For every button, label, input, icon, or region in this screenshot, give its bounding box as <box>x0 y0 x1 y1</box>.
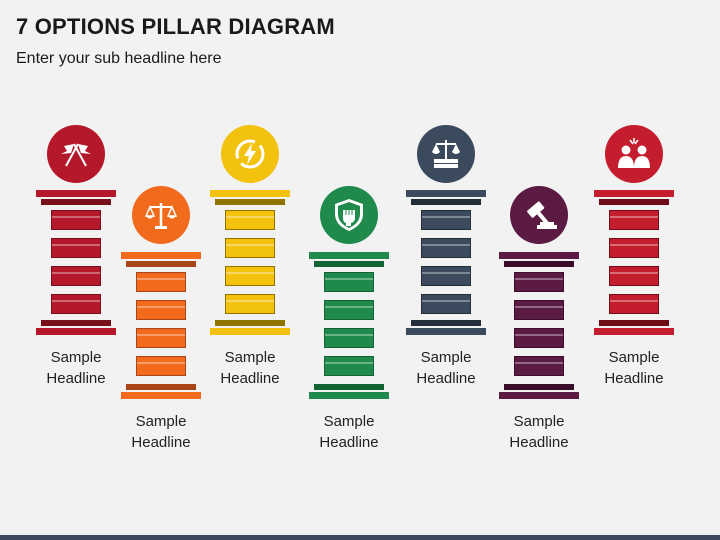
pillar-shaft-segment <box>136 300 186 320</box>
pillar-base-bottom <box>309 392 389 399</box>
pillar-shaft-segment <box>225 238 275 258</box>
pillar-capital-bottom <box>411 199 481 205</box>
pillar-4-icon-circle <box>320 186 378 244</box>
pillar-6-icon-circle <box>510 186 568 244</box>
pillar-shaft-segment <box>421 266 471 286</box>
pillar-5-icon-circle <box>417 125 475 183</box>
pillar-base-top <box>599 320 669 326</box>
pillar-capital-bottom <box>599 199 669 205</box>
pillar-label-line1: Sample <box>50 349 102 366</box>
pillar-capital-top <box>594 190 674 197</box>
argument-people-icon <box>614 134 654 174</box>
pillar-label-line1: Sample <box>608 349 660 366</box>
pillar-shaft-segment <box>421 294 471 314</box>
pillar-base-bottom <box>121 392 201 399</box>
balance-scale-icon <box>143 197 179 233</box>
pillar-base-top <box>504 384 574 390</box>
pillar-shaft-segment <box>324 356 374 376</box>
page-subtitle: Enter your sub headline here <box>16 50 222 67</box>
pillar-label-line1: Sample <box>323 413 375 430</box>
pillar-shaft-segment <box>609 210 659 230</box>
pillar-capital-bottom <box>504 261 574 267</box>
pillar-3-icon-circle <box>221 125 279 183</box>
pillar-base-top <box>41 320 111 326</box>
pillar-shaft-segment <box>514 272 564 292</box>
pillar-capital-top <box>210 190 290 197</box>
pillar-capital-bottom <box>126 261 196 267</box>
pillar-capital-bottom <box>41 199 111 205</box>
pillar-shaft-segment <box>324 328 374 348</box>
pillar-capital-bottom <box>314 261 384 267</box>
pillar-shaft-segment <box>136 328 186 348</box>
pillar-capital-top <box>406 190 486 197</box>
pillar-shaft-segment <box>51 294 101 314</box>
pillar-7-icon-circle <box>605 125 663 183</box>
pillar-2-icon-circle <box>132 186 190 244</box>
pillar-shaft-segment <box>51 266 101 286</box>
pillar-shaft-segment <box>51 238 101 258</box>
pillar-capital-top <box>309 252 389 259</box>
pillar-label-line1: Sample <box>420 349 472 366</box>
pillar-label-line2: Headline <box>220 370 280 387</box>
pillar-label-line1: Sample <box>224 349 276 366</box>
pillar-shaft-segment <box>421 210 471 230</box>
pillar-shaft-segment <box>514 300 564 320</box>
pillar-shaft-segment <box>136 356 186 376</box>
bottom-accent-bar <box>0 535 720 540</box>
racing-flags-icon <box>58 136 94 172</box>
pillar-shaft-segment <box>324 272 374 292</box>
pillar-base-bottom <box>499 392 579 399</box>
pillar-shaft-segment <box>609 266 659 286</box>
pillar-base-bottom <box>594 328 674 335</box>
pillar-base-top <box>126 384 196 390</box>
pillar-base-bottom <box>406 328 486 335</box>
pillar-label-line2: Headline <box>416 370 476 387</box>
scale-book-icon <box>427 135 465 173</box>
pillar-base-top <box>215 320 285 326</box>
pillar-shaft-segment <box>225 210 275 230</box>
pillar-shaft-segment <box>225 294 275 314</box>
fist-shield-icon <box>330 196 368 234</box>
gavel-icon <box>520 196 558 234</box>
pillar-shaft-segment <box>136 272 186 292</box>
pillar-shaft-segment <box>421 238 471 258</box>
pillar-shaft-segment <box>324 300 374 320</box>
page-title: 7 OPTIONS PILLAR DIAGRAM <box>16 14 335 39</box>
pillar-label-line1: Sample <box>135 413 187 430</box>
pillar-base-top <box>314 384 384 390</box>
lightning-icon <box>231 135 269 173</box>
pillar-label-line2: Headline <box>604 370 664 387</box>
pillar-shaft-segment <box>609 238 659 258</box>
pillar-capital-top <box>36 190 116 197</box>
pillar-label-line2: Headline <box>319 434 379 451</box>
pillar-base-bottom <box>210 328 290 335</box>
pillar-label-line2: Headline <box>509 434 569 451</box>
pillar-label-line1: Sample <box>513 413 565 430</box>
pillar-base-bottom <box>36 328 116 335</box>
pillar-shaft-segment <box>51 210 101 230</box>
pillar-shaft-segment <box>514 328 564 348</box>
pillar-base-top <box>411 320 481 326</box>
pillar-capital-bottom <box>215 199 285 205</box>
pillar-shaft-segment <box>609 294 659 314</box>
pillar-shaft-segment <box>225 266 275 286</box>
pillar-label-line2: Headline <box>46 370 106 387</box>
pillar-capital-top <box>499 252 579 259</box>
pillar-label-line2: Headline <box>131 434 191 451</box>
pillar-capital-top <box>121 252 201 259</box>
pillar-shaft-segment <box>514 356 564 376</box>
pillar-1-icon-circle <box>47 125 105 183</box>
